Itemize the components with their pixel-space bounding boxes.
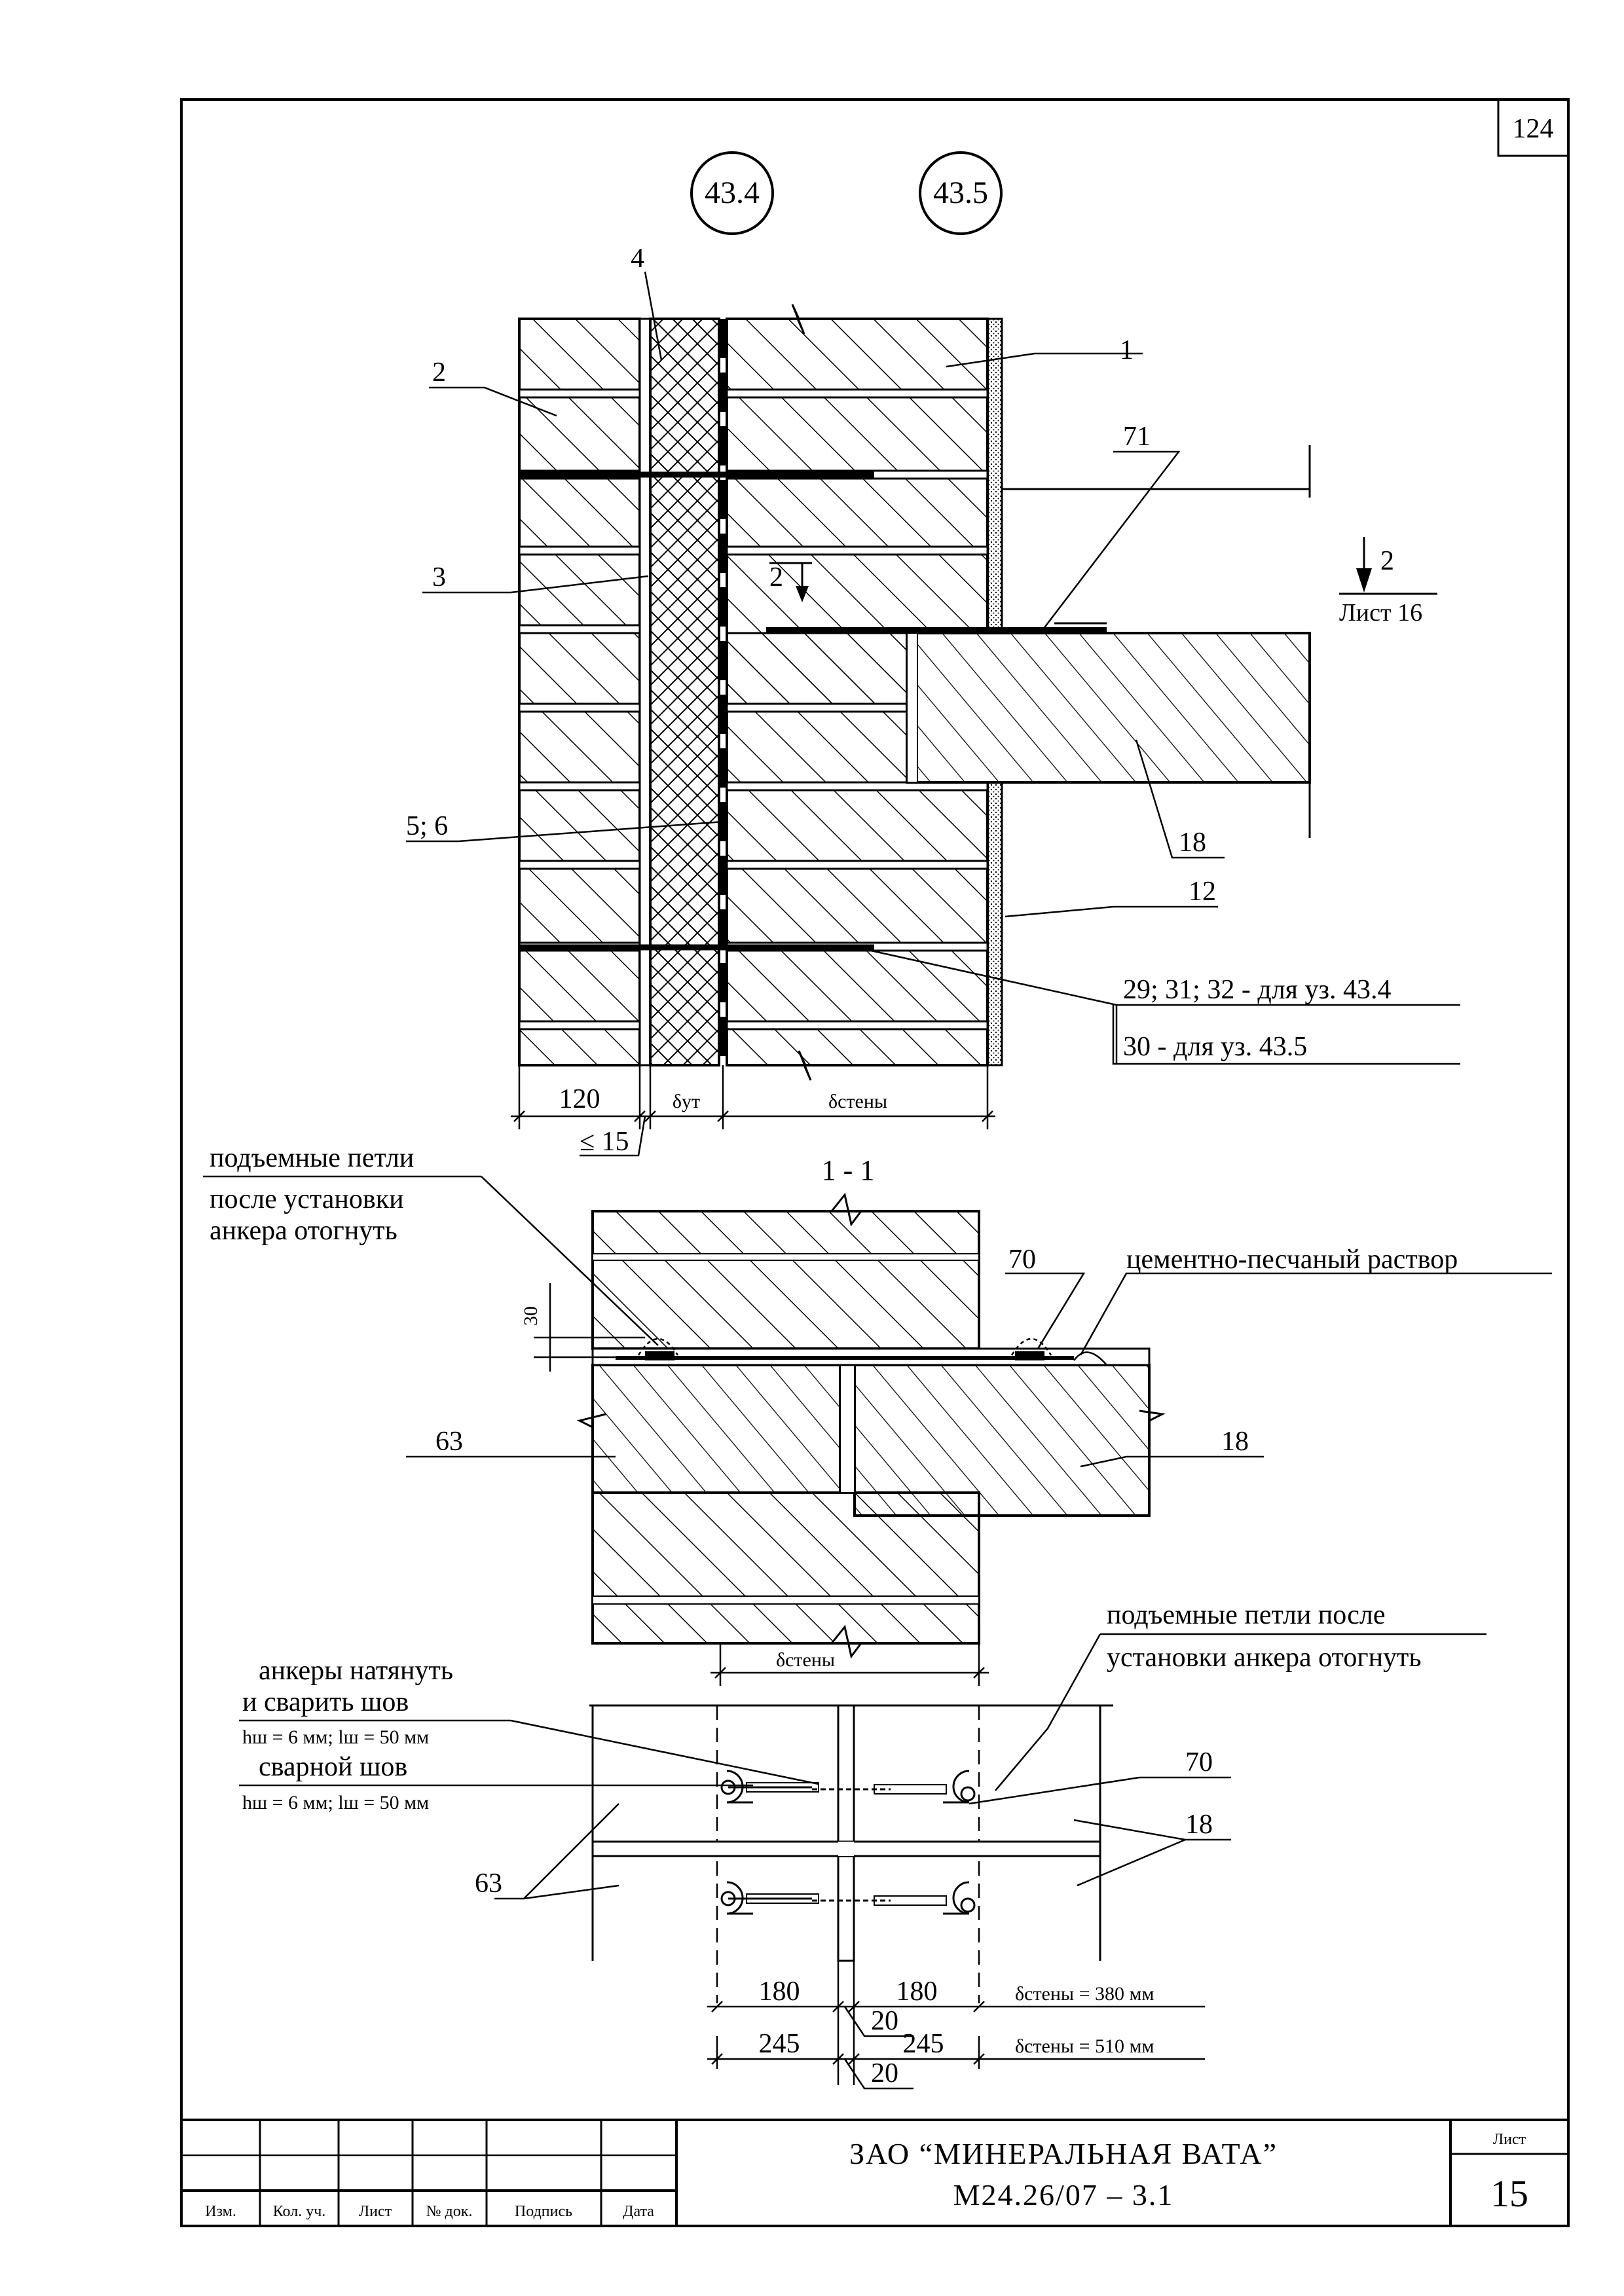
dim-wall-380: δстены = 380 мм [1015,1983,1154,2005]
slab-18 [853,1364,1151,1517]
mortar-label: цементно-песчаный раствор [1126,1245,1458,1275]
facing-brick [518,318,641,1066]
title-block [181,2119,1568,2226]
tb-col-kol: Кол. уч. [273,2203,326,2220]
callout-71: 71 [1123,422,1151,452]
section-1-1 [576,1192,1166,1659]
section-1-1-title: 1 - 1 [822,1154,875,1186]
callout-70-plan: 70 [1185,1747,1213,1777]
tb-sheet-number: 15 [1490,2172,1528,2215]
dim-wall-top: δстены [828,1091,887,1112]
callout-5-6: 5; 6 [406,811,448,841]
dim-gap-20-b: 20 [871,2058,898,2088]
dim-180-left: 180 [759,1977,800,2007]
callout-4: 4 [631,244,644,274]
svg-text:43.5: 43.5 [933,175,988,210]
tb-code: М24.26/07 – 3.1 [953,2178,1174,2212]
tb-col-date: Дата [623,2203,654,2220]
note-anchors-1: анкеры натянуть [259,1656,453,1686]
sheet-frame [180,98,1570,2227]
node-mark-43-5: 43.5 [919,151,1003,235]
tb-col-list: Лист [359,2203,392,2220]
dim-245-left: 245 [759,2029,800,2059]
note-loops-line1: подъемные петли [210,1143,414,1173]
wall-section-top [518,304,1311,1081]
note-loops-line3: анкера отогнуть [210,1216,397,1246]
callout-2: 2 [432,357,446,388]
note-loops-right-2: установки анкера отогнуть [1107,1643,1422,1673]
dim-wall-510: δстены = 510 мм [1015,2035,1154,2057]
weld-label: сварной шов [259,1752,407,1782]
tb-col-doc: № док. [426,2203,473,2220]
top-leaders [406,271,1460,1065]
tb-company: ЗАО “МИНЕРАЛЬНАЯ ВАТА” [849,2137,1278,2170]
corner-sheet-number: 124 [1513,114,1554,144]
note-loops-right-1: подъемные петли после [1107,1600,1386,1630]
note-node-43-5: 30 - для уз. 43.5 [1123,1032,1307,1062]
callout-18-plan: 18 [1185,1810,1213,1840]
dim-gap-20-a: 20 [871,2006,898,2036]
tb-sheet-label: Лист [1493,2131,1526,2148]
note-anchors-2: и сварить шов [242,1687,409,1717]
top-dimensions [511,1065,995,1157]
svg-text:2: 2 [1380,546,1394,576]
svg-text:43.4: 43.4 [705,175,760,210]
plan-dimensions [707,1961,1205,2090]
dim-180-right: 180 [896,1977,938,2007]
svg-text:Лист 16: Лист 16 [1339,599,1422,627]
dim-insulation: δут [673,1091,700,1112]
slab-63 [591,1364,841,1494]
dim-wall-section: δстены [776,1649,835,1671]
tb-col-izm: Изм. [205,2203,236,2220]
weld-spec-2: hш = 6 мм; lш = 50 мм [242,1792,429,1813]
dim-245-right: 245 [903,2029,944,2059]
dim-120: 120 [559,1084,600,1114]
section-arrow-2-outer: 2 Лист 16 [1339,537,1437,627]
insulation-layer [649,318,720,1066]
air-gap [638,318,652,1066]
svg-text:2: 2 [769,562,783,592]
node-mark-43-4: 43.4 [690,151,774,235]
section-arrow-2-inner: 2 [769,562,812,602]
callout-18-top: 18 [1179,828,1206,858]
dim-30: 30 [520,1306,542,1326]
callout-70-section: 70 [1008,1245,1036,1275]
callout-3: 3 [432,562,446,592]
callout-18-section: 18 [1221,1427,1249,1457]
weld-spec-1: hш = 6 мм; lш = 50 мм [242,1726,429,1748]
note-loops-line2: после установки [210,1184,404,1214]
callout-12: 12 [1189,877,1216,907]
callout-63-plan: 63 [475,1868,502,1899]
callout-1: 1 [1120,335,1134,365]
note-node-43-4: 29; 31; 32 - для уз. 43.4 [1123,975,1392,1005]
tb-col-sign: Подпись [515,2203,572,2220]
plan-view [589,1704,1113,2003]
callout-63-section: 63 [435,1427,463,1457]
dim-le-15: ≤ 15 [580,1127,629,1157]
